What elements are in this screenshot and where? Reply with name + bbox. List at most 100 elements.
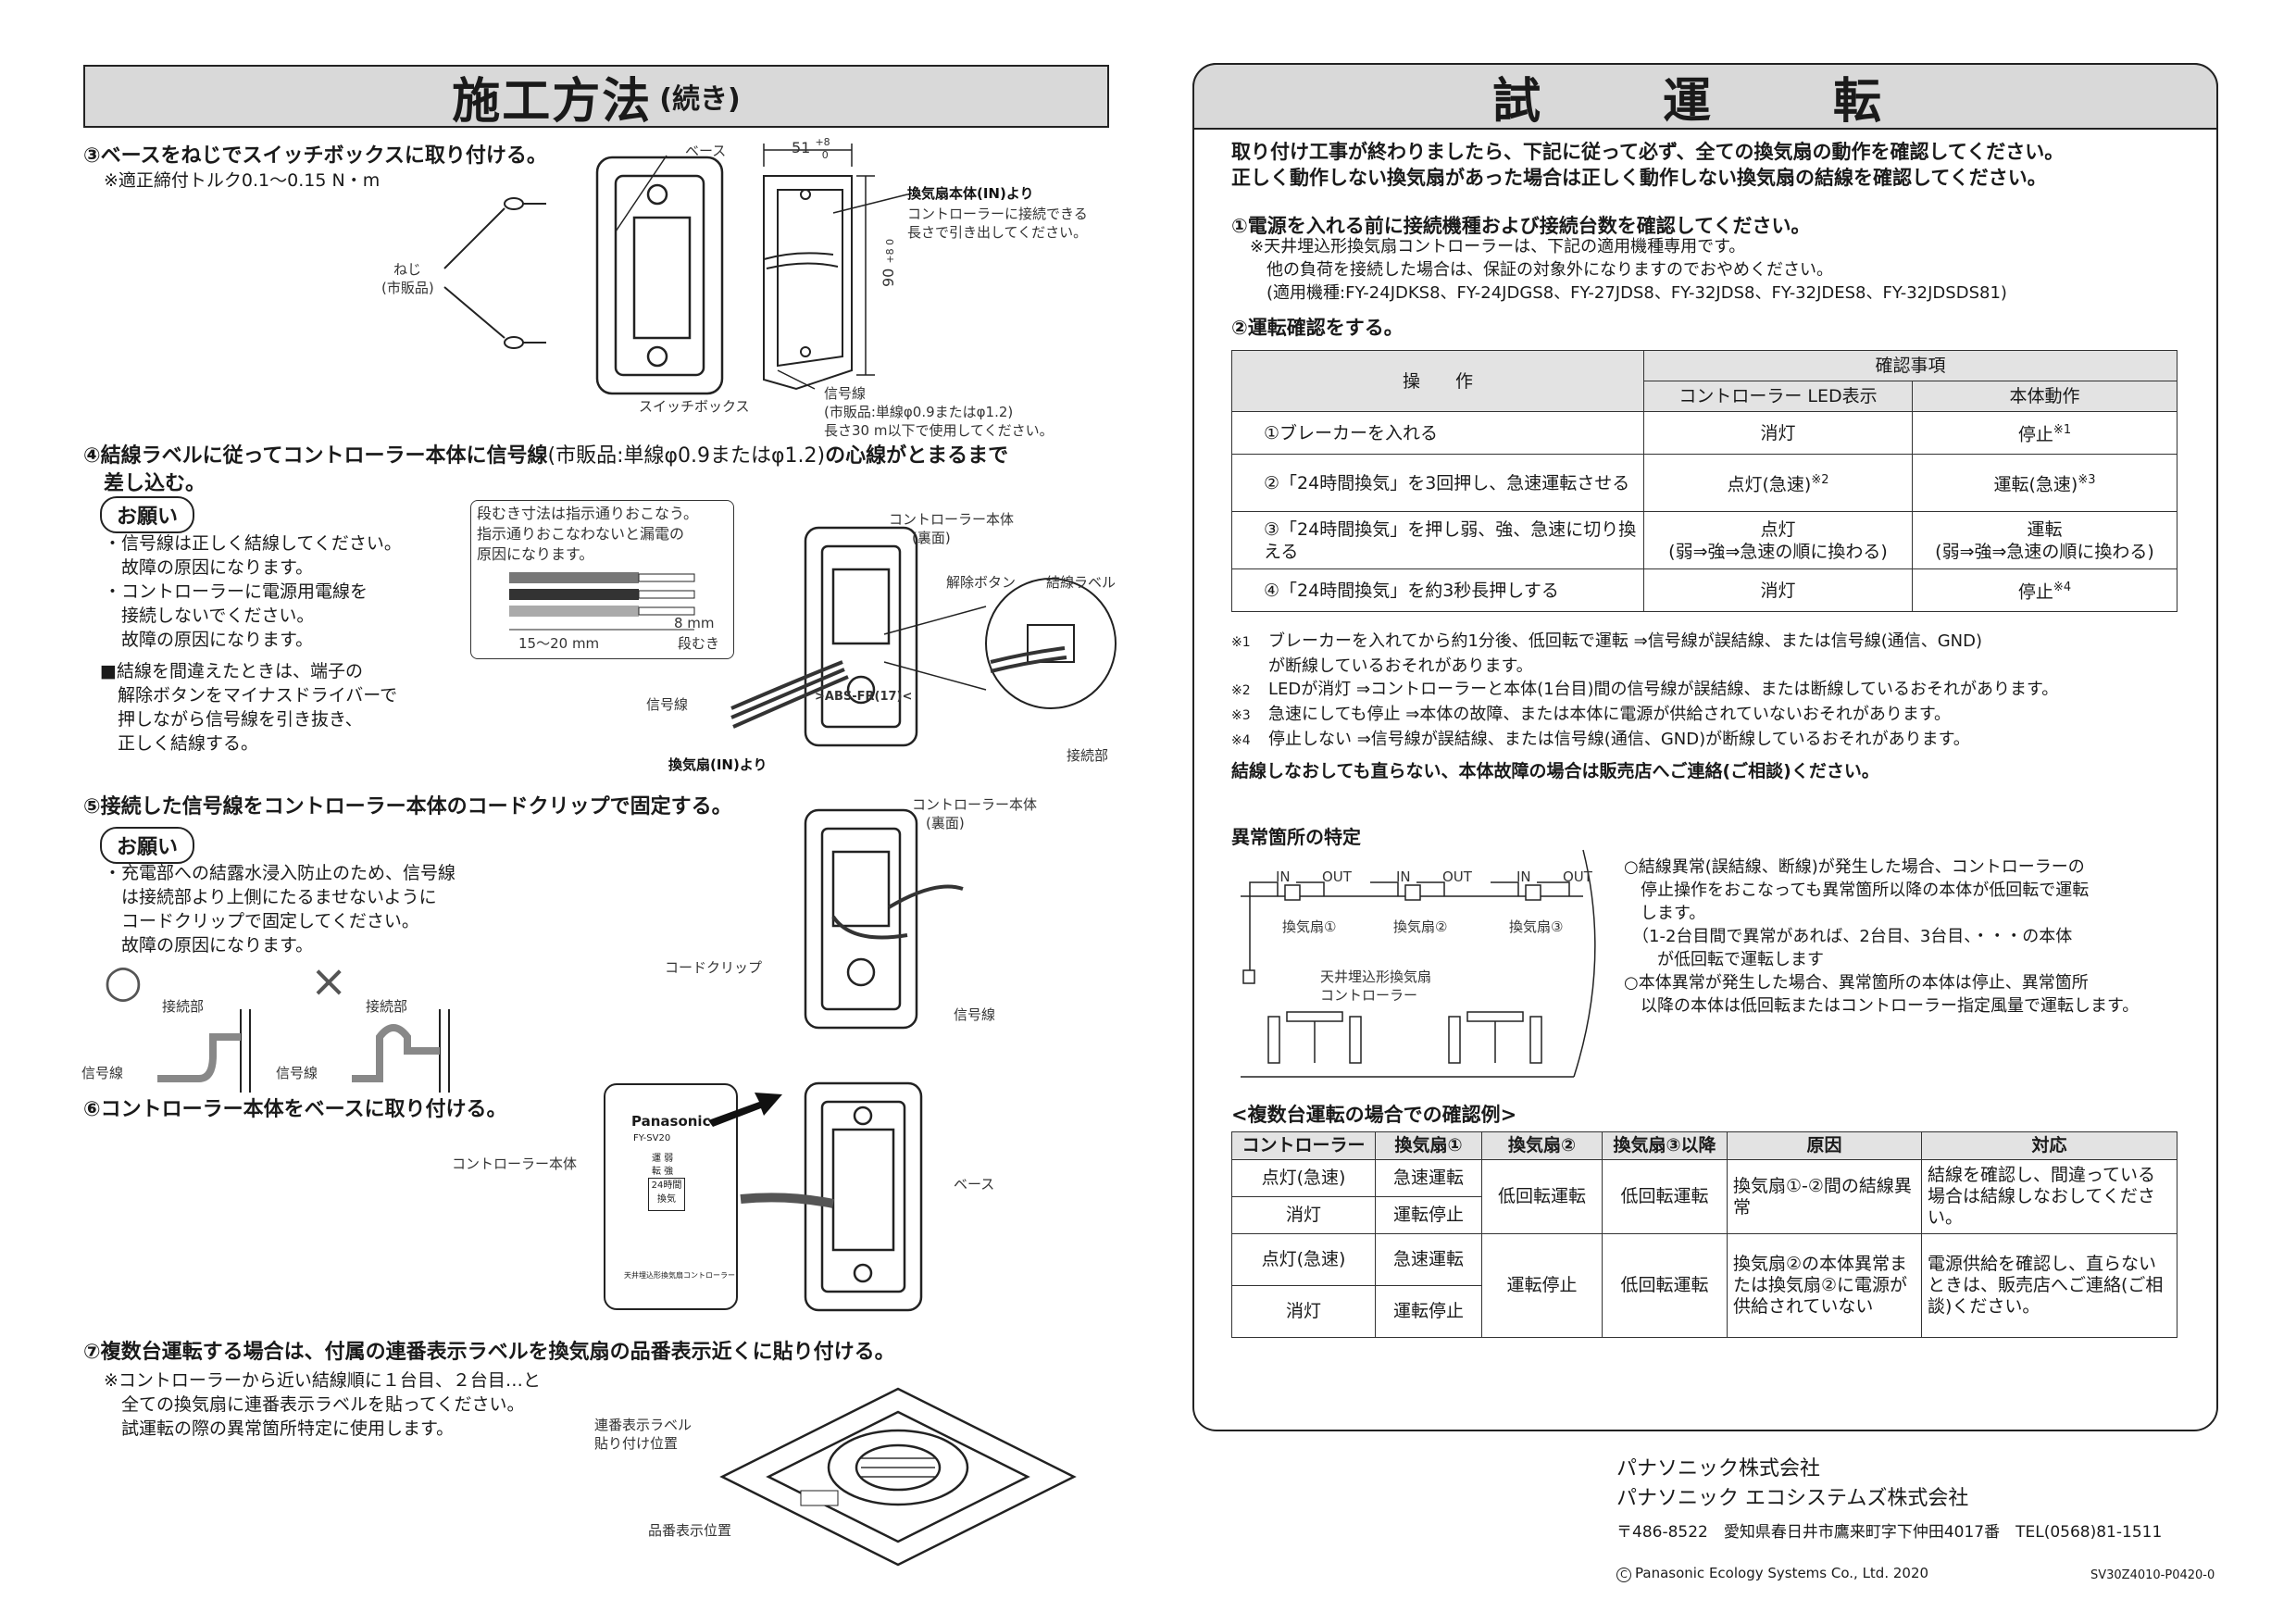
multi-cell: 低回転運転 (1602, 1233, 1728, 1338)
table-row: ②「24時間換気」を3回押し、急速運転させる 点灯(急速)※2 運転(急速)※3 (1231, 454, 2177, 512)
step7-note: ※コントローラーから近い結線順に１台目、２台目…と (104, 1370, 541, 1391)
step7-model-display: 品番表示位置 (648, 1522, 732, 1539)
op-cell: ②「24時間換気」を3回押し、急速運転させる (1231, 454, 1644, 512)
step4-notice: お願い (100, 496, 195, 533)
body-value: 運転 (2027, 518, 2063, 540)
check1-lines: ※天井埋込形換気扇コントローラーは、下記の適用機種専用です。 他の負荷を接続した… (1250, 235, 2007, 305)
fault-desc-line: 停止操作をおこなっても異常箇所以降の本体が低回転で運転 (1624, 881, 2090, 900)
led-cell: 消灯 (1643, 411, 1913, 455)
dim-8mm-sub: 段むき (678, 635, 720, 652)
dim-height-tol: +8 0 (884, 238, 896, 264)
step7-notes: ※コントローラーから近い結線順に１台目、２台目…と 全ての換気扇に連番表示ラベル… (104, 1368, 541, 1441)
dim-8mm: 8 mm (674, 615, 715, 631)
right-intro: 取り付け工事が終わりましたら、下記に従って必ず、全ての換気扇の動作を確認してくだ… (1231, 139, 2064, 191)
step5-bullet: 故障の原因になります。 (104, 935, 314, 956)
multi-cell: 換気扇①-②間の結線異常 (1727, 1159, 1922, 1234)
multi-table: コントローラー 換気扇① 換気扇② 換気扇③以降 原因 対応 点灯(急速) 急速… (1231, 1131, 2177, 1338)
multi-cell: 電源供給を確認し、直らないときは、販売店へご連絡(ご相談)ください。 (1921, 1233, 2177, 1338)
step4-heading-paren: (市販品:単線φ0.9またはφ1.2) (547, 444, 826, 468)
label-from-fan: 換気扇本体(IN)より (907, 185, 1034, 202)
multi-header: コントローラー (1231, 1131, 1376, 1160)
body-cell: 停止※4 (1912, 568, 2177, 612)
multi-cell: 運転停止 (1375, 1285, 1482, 1338)
copyright-icon: C (1616, 1568, 1631, 1582)
fault-heading: 異常箇所の特定 (1231, 826, 1361, 848)
fault-desc-line: ○本体異常が発生した場合、異常箇所の本体は停止、異常箇所 (1624, 973, 2089, 993)
step5-ok-signal: 信号線 (81, 1065, 124, 1081)
led-value: 点灯 (1760, 518, 1796, 540)
step4-removal: ■結線を間違えたときは、端子の 解除ボタンをマイナスドライバーで 押しながら信号… (100, 659, 397, 756)
dim-height-value: 90 (880, 268, 897, 287)
step3-diagram (443, 144, 908, 395)
step4-label-wiring: 結線ラベル (1046, 574, 1117, 591)
multi-cell: 消灯 (1231, 1196, 1376, 1234)
body-value: 停止 (2017, 424, 2053, 445)
step4-controller-diagram (730, 526, 1117, 747)
step4-bullet: 故障の原因になります。 (104, 630, 314, 650)
controller-front: Panasonic FY-SV20 運 弱 転 強 24時間 換気 天井埋込形換… (604, 1083, 738, 1310)
ok-mark: ○ (104, 956, 143, 1007)
step5-ok-ng-diagram (157, 1009, 450, 1093)
fault-in-2: IN (1396, 868, 1411, 885)
step5-bullet: コードクリップで固定してください。 (104, 911, 419, 931)
controller-panel-3: 24時間 (651, 1181, 682, 1191)
check1-line: ※天井埋込形換気扇コントローラーは、下記の適用機種専用です。 (1250, 237, 1746, 256)
body-sup: ※4 (2053, 581, 2072, 595)
step4-label-from-fan: 換気扇(IN)より (668, 756, 767, 773)
dim-strip: 15〜20 mm (518, 635, 600, 652)
step6-label-base: ベース (954, 1176, 995, 1193)
removal-line: 押しながら信号線を引き抜き、 (100, 709, 363, 730)
controller-brand: Panasonic (631, 1113, 711, 1130)
step5-label-controller-sub: (裏面) (926, 815, 965, 831)
multi-header: 換気扇② (1481, 1131, 1603, 1160)
removal-line: 正しく結線する。 (100, 733, 259, 754)
step4-bullets: ・信号線は正しく結線してください。 故障の原因になります。 ・コントローラーに電… (104, 531, 402, 652)
fault-desc: ○結線異常(誤結線、断線)が発生した場合、コントローラーの 停止操作をおこなって… (1624, 856, 2139, 1018)
intro-line: 取り付け工事が終わりましたら、下記に従って必ず、全ての換気扇の動作を確認してくだ… (1231, 141, 2065, 163)
contact-note: 結線しなおしても直らない、本体故障の場合は販売店へご連絡(ご相談)ください。 (1231, 761, 1879, 781)
step4-label-controller-sub: (裏面) (912, 530, 951, 546)
label-from-fan-note1: コントローラーに接続できる (907, 206, 1088, 222)
step5-bullet: ・充電部への結露水浸入防止のため、信号線 (104, 863, 456, 883)
led-cell: 点灯(弱⇒強⇒急速の順に換わる) (1643, 511, 1913, 569)
fault-diagram (1241, 849, 1596, 1078)
step5-label-cord-clip: コードクリップ (665, 959, 763, 976)
controller-footer-small: 天井埋込形換気扇コントローラー (624, 1271, 735, 1280)
fault-out-3: OUT (1563, 868, 1592, 885)
strip-note: 段むき寸法は指示通りおこなう。 指示通りおこなわないと漏電の 原因になります。 (477, 504, 698, 565)
body-value: 運転(急速) (1993, 474, 2078, 495)
label-signal-wire-note1: (市販品:単線φ0.9またはφ1.2) (824, 404, 1014, 420)
left-title: 施工方法 (452, 73, 653, 130)
strip-wires-diagram (509, 572, 695, 631)
footnote-mark: ※4 (1231, 733, 1251, 748)
step3-note: ※適正締付トルク0.1〜0.15 N・m (104, 170, 381, 191)
step7-seq-label-2: 貼り付け位置 (594, 1435, 679, 1452)
footnote-text: LEDが消灯 ⇒コントローラーと本体(1台目)間の信号線が誤結線、または断線して… (1268, 680, 2059, 699)
led-sup: ※2 (1811, 473, 1829, 488)
step3-heading: ③ベースをねじでスイッチボックスに取り付ける。 (83, 144, 547, 168)
multi-header: 対応 (1921, 1131, 2177, 1160)
step4-bullet: 接続しないでください。 (104, 606, 315, 626)
multi-cell: 運転停止 (1481, 1233, 1603, 1338)
step7-note: 全ての換気扇に連番表示ラベルを貼ってください。 (104, 1394, 525, 1415)
confirm-header: 確認事項 (1643, 350, 2177, 381)
removal-line: 解除ボタンをマイナスドライバーで (100, 685, 398, 706)
footnote-text: 停止しない ⇒信号線が誤結線、または信号線(通信、GND)が断線しているおそれが… (1268, 730, 1970, 749)
step5-label-controller: コントローラー本体 (912, 796, 1038, 813)
dim-width-value: 51 (792, 139, 811, 156)
body-cell: 運転(弱⇒強⇒急速の順に換わる) (1912, 511, 2177, 569)
multi-cell: 運転停止 (1375, 1196, 1482, 1234)
fault-out-1: OUT (1322, 868, 1352, 885)
fault-fan-1: 換気扇① (1282, 918, 1337, 935)
ng-mark: × (310, 956, 348, 1007)
step6-label-controller: コントローラー本体 (452, 1156, 578, 1172)
table-row: ③「24時間換気」を押し弱、強、急速に切り換える 点灯(弱⇒強⇒急速の順に換わる… (1231, 511, 2177, 569)
step5-controller-diagram (804, 808, 964, 1030)
footnote-text: が断線しているおそれがあります。 (1268, 656, 1533, 676)
dim-width-tol-bottom: 0 (821, 149, 829, 161)
company-1: パナソニック株式会社 (1616, 1457, 1821, 1480)
check1-line: (適用機種:FY-24JDKS8、FY-24JDGS8、FY-27JDS8、FY… (1250, 283, 2007, 303)
led-cell: 点灯(急速)※2 (1643, 454, 1913, 512)
